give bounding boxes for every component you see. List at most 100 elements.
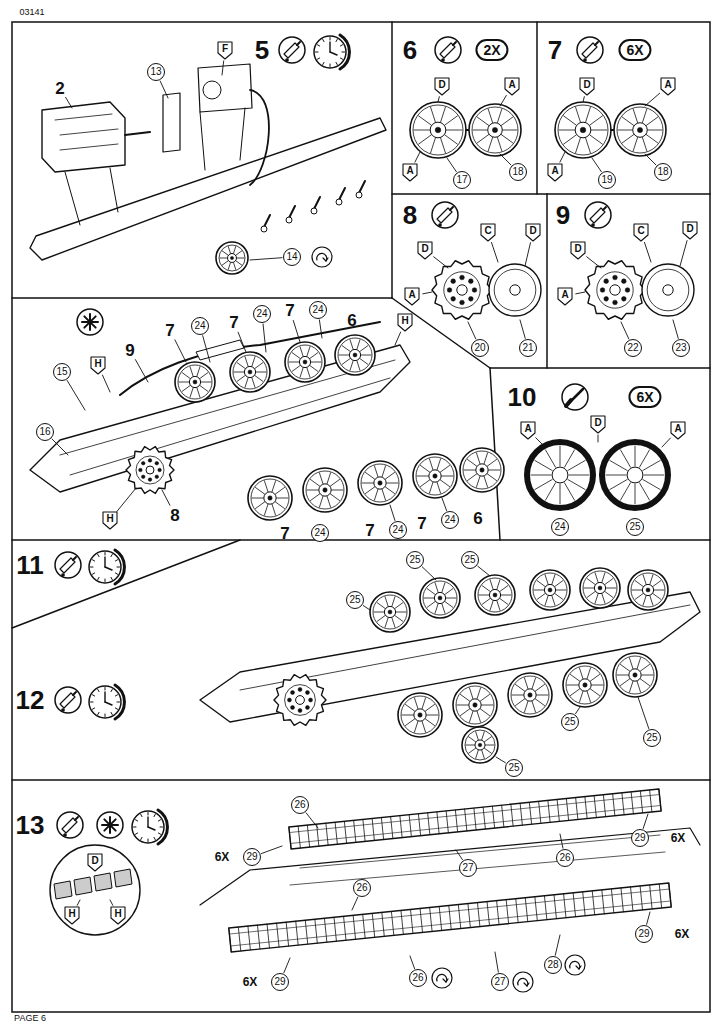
part-number: 7: [417, 515, 426, 532]
wheel-spoke: [332, 490, 343, 491]
glue-tube: [284, 43, 299, 58]
wheel-spoke: [469, 688, 473, 699]
sprocket-ring: [136, 456, 164, 484]
wheel-spoke: [646, 117, 657, 125]
wheel-rim: [465, 730, 495, 760]
track-link: [381, 818, 383, 840]
callout-number: 27: [491, 973, 509, 991]
road-wheel: [469, 104, 521, 156]
step-number: 9: [556, 202, 570, 228]
wheel-rim: [583, 571, 617, 605]
wheel-spoke: [310, 479, 319, 486]
sprocket-plate: [642, 264, 694, 316]
part-number: 8: [170, 507, 179, 524]
leader-line: [352, 897, 358, 910]
wheel-axle: [473, 703, 477, 707]
road-wheel: [175, 362, 215, 402]
part-number: 7: [280, 525, 289, 542]
wheel-spoke: [385, 618, 388, 628]
callout-number: 29: [631, 829, 649, 847]
wheel-spoke: [570, 689, 579, 696]
clock-tick: [148, 839, 149, 842]
wheel-spoke: [545, 575, 548, 585]
wheel-spoke: [414, 698, 418, 709]
callout-number: 16: [36, 423, 54, 441]
rotate-head: [576, 966, 581, 969]
wheel-spoke: [365, 487, 374, 494]
wheel-spoke: [360, 359, 368, 365]
quantity-note: 6X: [215, 851, 230, 863]
track-link: [621, 888, 623, 912]
leader-line: [438, 97, 439, 102]
rotate-icon: [312, 247, 332, 267]
track-link: [650, 790, 652, 812]
wheel-spoke: [464, 470, 475, 471]
callout-number: 17: [453, 171, 471, 189]
callout-number: 24: [191, 317, 209, 335]
track-link: [492, 806, 494, 828]
wheel-spoke: [602, 594, 605, 604]
flag-outline: [521, 422, 535, 439]
detail-inset: [50, 845, 140, 935]
wheel-spoke: [635, 446, 636, 466]
wheel-spoke: [490, 580, 493, 590]
sprocket-hole: [451, 279, 456, 284]
wheel-spoke: [422, 698, 426, 709]
wheel-spoke: [385, 597, 388, 607]
road-wheel: [462, 727, 498, 763]
wheel-spoke: [576, 107, 581, 122]
leader-line: [560, 834, 563, 848]
callout-number: 24: [253, 305, 271, 323]
sprocket-ring: [444, 272, 480, 308]
wheel-spoke: [565, 450, 575, 467]
sprocket-hole: [141, 475, 145, 479]
callout-number: 26: [353, 879, 371, 897]
wheel-spoke: [330, 479, 339, 486]
road-wheel: [580, 568, 620, 608]
callout-number: 14: [283, 248, 301, 266]
wheel-axle: [433, 474, 437, 478]
arm-pin: [356, 192, 362, 198]
callout-number: 24: [311, 524, 329, 542]
flag-outline: [88, 854, 102, 871]
clock-tick: [148, 813, 149, 816]
clock-tick: [111, 712, 112, 714]
track-link: [286, 922, 288, 946]
clock-icon: [132, 811, 164, 843]
wheel-spoke: [425, 719, 434, 726]
wheel-spoke: [590, 674, 599, 681]
wheel-rim: [416, 457, 454, 495]
glue-tube: [590, 208, 605, 223]
wheel-hub: [430, 122, 446, 138]
leader-line: [319, 320, 322, 338]
wheel-spoke: [236, 251, 242, 255]
flag-outline: [103, 512, 117, 529]
clock-tick: [330, 64, 331, 67]
glue-icon: [279, 37, 305, 63]
wheel-spoke: [587, 668, 591, 679]
wheel-spoke: [222, 261, 228, 265]
wheel-spoke: [469, 748, 476, 753]
track-band: [229, 883, 671, 952]
flag-outline: [683, 222, 697, 239]
wheel-spoke: [255, 502, 264, 509]
wheel-spoke: [417, 476, 428, 477]
leader-line: [175, 340, 186, 362]
leader-line: [162, 490, 170, 505]
glue-nozzle: [297, 42, 300, 45]
part-letter-flag: F: [222, 44, 228, 54]
track-link: [324, 918, 326, 942]
track-link: [511, 804, 513, 826]
clock-tick: [117, 567, 120, 568]
wheel-spoke: [310, 366, 318, 372]
asterisk-stroke: [104, 819, 115, 830]
wheel-spoke: [446, 130, 462, 131]
wheel-spoke: [190, 388, 193, 398]
clock-arc: [340, 35, 349, 69]
clock-tick: [98, 577, 99, 579]
wheel-spoke: [576, 138, 581, 153]
track-link: [520, 803, 522, 825]
leader-line: [478, 566, 490, 576]
leader-line: [77, 900, 80, 905]
wheel-hub: [349, 349, 360, 360]
